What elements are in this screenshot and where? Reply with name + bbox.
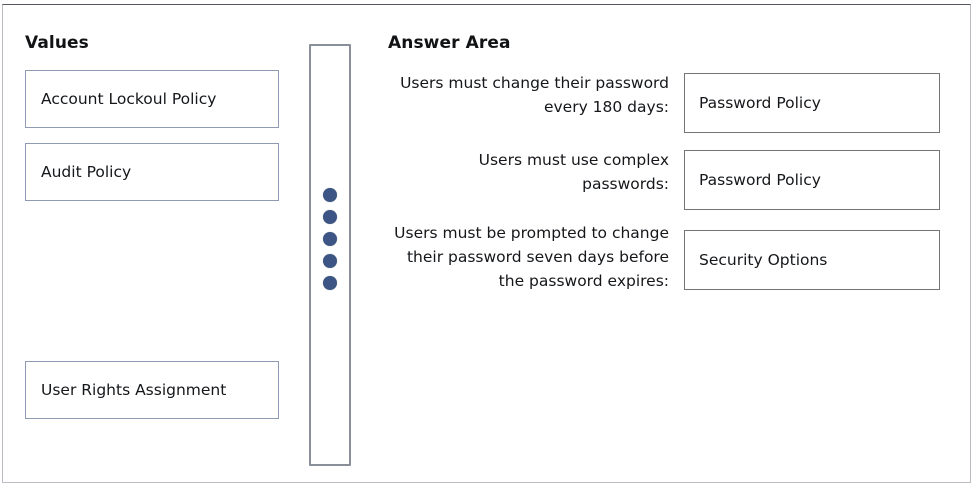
value-item-account-lockout-policy[interactable]: Account Lockoul Policy (25, 70, 279, 128)
answer-dropzone-0[interactable]: Password Policy (684, 73, 940, 133)
answer-dropzone-2[interactable]: Security Options (684, 230, 940, 290)
scrollbar-track[interactable] (309, 44, 351, 466)
answer-prompt-label: Users must change their password every 1… (400, 74, 669, 116)
scroll-dot-icon (323, 276, 337, 290)
scroll-dot-icon (323, 254, 337, 268)
answer-value-label: Security Options (699, 251, 828, 269)
answer-area-title: Answer Area (388, 33, 511, 53)
scroll-dot-icon (323, 210, 337, 224)
scroll-grip-dots[interactable] (311, 188, 349, 290)
answer-prompt-label: Users must use complex passwords: (478, 151, 669, 193)
values-panel-title: Values (25, 33, 89, 53)
answer-value-label: Password Policy (699, 171, 821, 189)
answer-prompt-label: Users must be prompted to change their p… (394, 224, 669, 290)
value-item-label: User Rights Assignment (41, 381, 227, 399)
value-item-label: Account Lockoul Policy (41, 90, 217, 108)
exhibit-frame: Values Account Lockoul Policy Audit Poli… (2, 4, 971, 483)
scroll-dot-icon (323, 188, 337, 202)
value-item-label: Audit Policy (41, 163, 132, 181)
answer-dropzone-1[interactable]: Password Policy (684, 150, 940, 210)
scroll-dot-icon (323, 232, 337, 246)
value-item-user-rights-assignment[interactable]: User Rights Assignment (25, 361, 279, 419)
answer-value-label: Password Policy (699, 94, 821, 112)
value-item-audit-policy[interactable]: Audit Policy (25, 143, 279, 201)
